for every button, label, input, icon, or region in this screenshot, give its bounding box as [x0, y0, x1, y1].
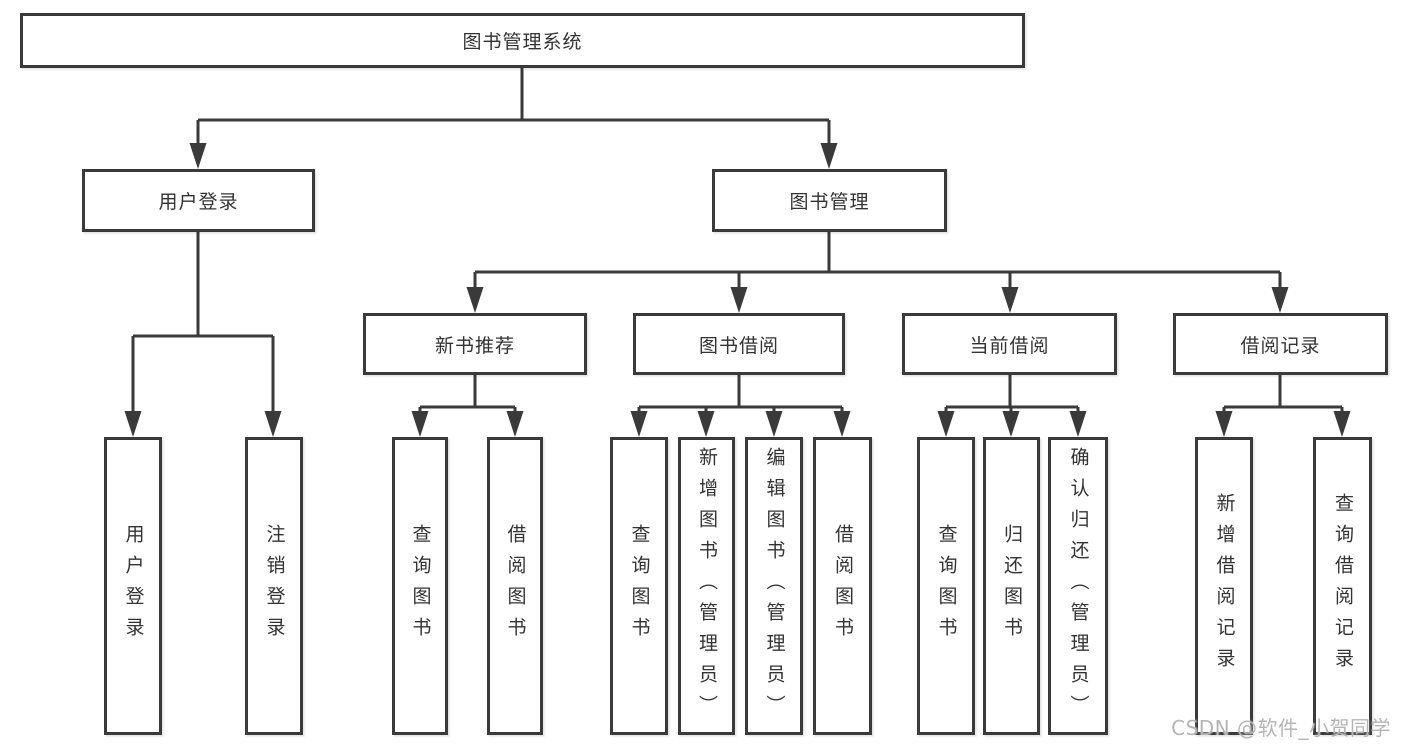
leaf-add-books-admin: 新增图书（管理员）: [678, 437, 735, 735]
leaf-borrow-books-newbook: 借阅图书: [487, 437, 543, 735]
leaf-logout: 注销登录: [245, 437, 303, 735]
connector: [1333, 411, 1351, 437]
leaf-label: 新增借阅记录: [1213, 493, 1236, 679]
connector: [630, 411, 648, 437]
leaf-query-books-newbook: 查询图书: [392, 437, 448, 735]
connector: [1069, 411, 1087, 437]
connector: [1001, 287, 1019, 313]
leaf-label: 确认归还（管理员）: [1067, 446, 1090, 726]
connector: [1002, 411, 1020, 437]
node-library-management-system: 图书管理系统: [20, 13, 1025, 68]
leaf-return-books: 归还图书: [983, 437, 1040, 735]
node-label: 图书管理: [789, 191, 870, 213]
connector: [1271, 287, 1289, 313]
leaf-label: 新增图书（管理员）: [696, 446, 718, 726]
connector: [765, 411, 783, 437]
connector: [466, 287, 484, 313]
node-book-management: 图书管理: [712, 169, 947, 232]
leaf-label: 用户登录: [122, 524, 145, 648]
node-new-book-recommend: 新书推荐: [363, 313, 587, 375]
node-current-borrowing: 当前借阅: [902, 313, 1117, 375]
node-label: 图书管理系统: [462, 31, 583, 53]
leaf-confirm-return-admin: 确认归还（管理员）: [1048, 437, 1108, 735]
connector: [833, 411, 851, 437]
connector: [506, 411, 524, 437]
connector: [937, 411, 955, 437]
node-label: 新书推荐: [434, 334, 515, 357]
leaf-label: 查询图书: [935, 524, 958, 648]
leaf-query-books-borrowing: 查询图书: [610, 437, 668, 735]
leaf-edit-books-admin: 编辑图书（管理员）: [745, 437, 803, 735]
leaf-label: 查询图书: [409, 524, 432, 648]
node-book-borrowing: 图书借阅: [633, 313, 845, 375]
connector: [730, 287, 748, 313]
connector: [820, 143, 838, 169]
leaf-label: 查询借阅记录: [1332, 493, 1354, 679]
node-label: 图书借阅: [698, 334, 779, 357]
connector: [264, 411, 282, 437]
node-label: 用户登录: [158, 191, 239, 213]
node-borrowing-records: 借阅记录: [1173, 313, 1388, 375]
node-label: 借阅记录: [1240, 334, 1321, 357]
leaf-query-borrow-record: 查询借阅记录: [1313, 437, 1372, 735]
connector: [1215, 411, 1233, 437]
leaf-label: 查询图书: [628, 524, 651, 648]
csdn-watermark: CSDN @软件_小贺同学: [1171, 716, 1391, 740]
leaf-label: 借阅图书: [504, 524, 527, 648]
leaf-label: 借阅图书: [832, 524, 854, 648]
leaf-label: 注销登录: [263, 524, 286, 648]
connector: [189, 143, 207, 169]
leaf-add-borrow-record: 新增借阅记录: [1195, 437, 1253, 735]
leaf-query-books-current: 查询图书: [917, 437, 975, 735]
connector: [124, 411, 142, 437]
leaf-label: 编辑图书（管理员）: [763, 446, 786, 726]
leaf-label: 归还图书: [1001, 524, 1023, 648]
node-user-login: 用户登录: [82, 169, 315, 232]
connector: [697, 411, 715, 437]
leaf-user-login: 用户登录: [104, 437, 162, 735]
connector: [411, 411, 429, 437]
leaf-borrow-books-borrowing: 借阅图书: [813, 437, 872, 735]
node-label: 当前借阅: [969, 334, 1050, 357]
